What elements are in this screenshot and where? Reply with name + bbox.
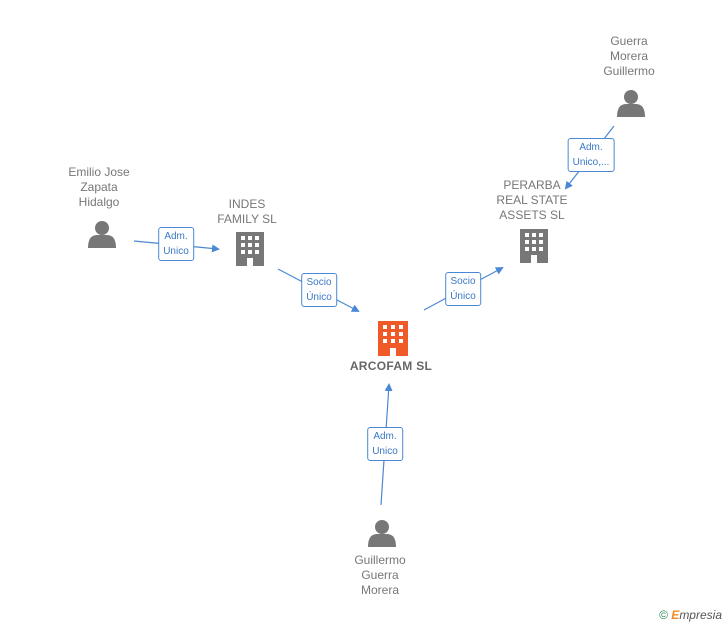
footer-credit: © Empresia <box>659 608 722 622</box>
node-label-perarba[interactable]: PERARBA REAL STATE ASSETS SL <box>496 178 568 222</box>
edge-label-guillermo-arcofam: Adm. Unico <box>367 427 403 461</box>
person-icon-guillermo-bottom[interactable] <box>368 520 396 547</box>
node-label-guillermo-bottom[interactable]: Guillermo Guerra Morera <box>354 553 406 597</box>
brand-initial: E <box>671 608 680 622</box>
edge-label-guerra-perarba: Adm. Unico,... <box>567 138 615 172</box>
person-icon-emilio[interactable] <box>88 221 116 248</box>
person-icon-guerra-top[interactable] <box>617 90 645 117</box>
edge-label-arcofam-perarba: Socio Único <box>445 272 481 306</box>
node-label-arcofam[interactable]: ARCOFAM SL <box>349 359 433 373</box>
edge-label-indes-arcofam: Socio Único <box>301 273 337 307</box>
building-icon-indes[interactable] <box>236 232 264 266</box>
node-label-guerra-top[interactable]: Guerra Morera Guillermo <box>603 34 655 78</box>
edge-label-emilio-indes: Adm. Unico <box>158 227 194 261</box>
node-label-emilio[interactable]: Emilio Jose Zapata Hidalgo <box>68 165 130 209</box>
building-icon-perarba[interactable] <box>520 229 548 263</box>
copyright-symbol: © <box>659 608 668 622</box>
building-icon-arcofam[interactable] <box>378 321 408 356</box>
node-label-indes[interactable]: INDES FAMILY SL <box>217 197 277 226</box>
empresia-logo[interactable]: Empresia <box>671 608 722 622</box>
brand-rest: mpresia <box>679 608 722 622</box>
